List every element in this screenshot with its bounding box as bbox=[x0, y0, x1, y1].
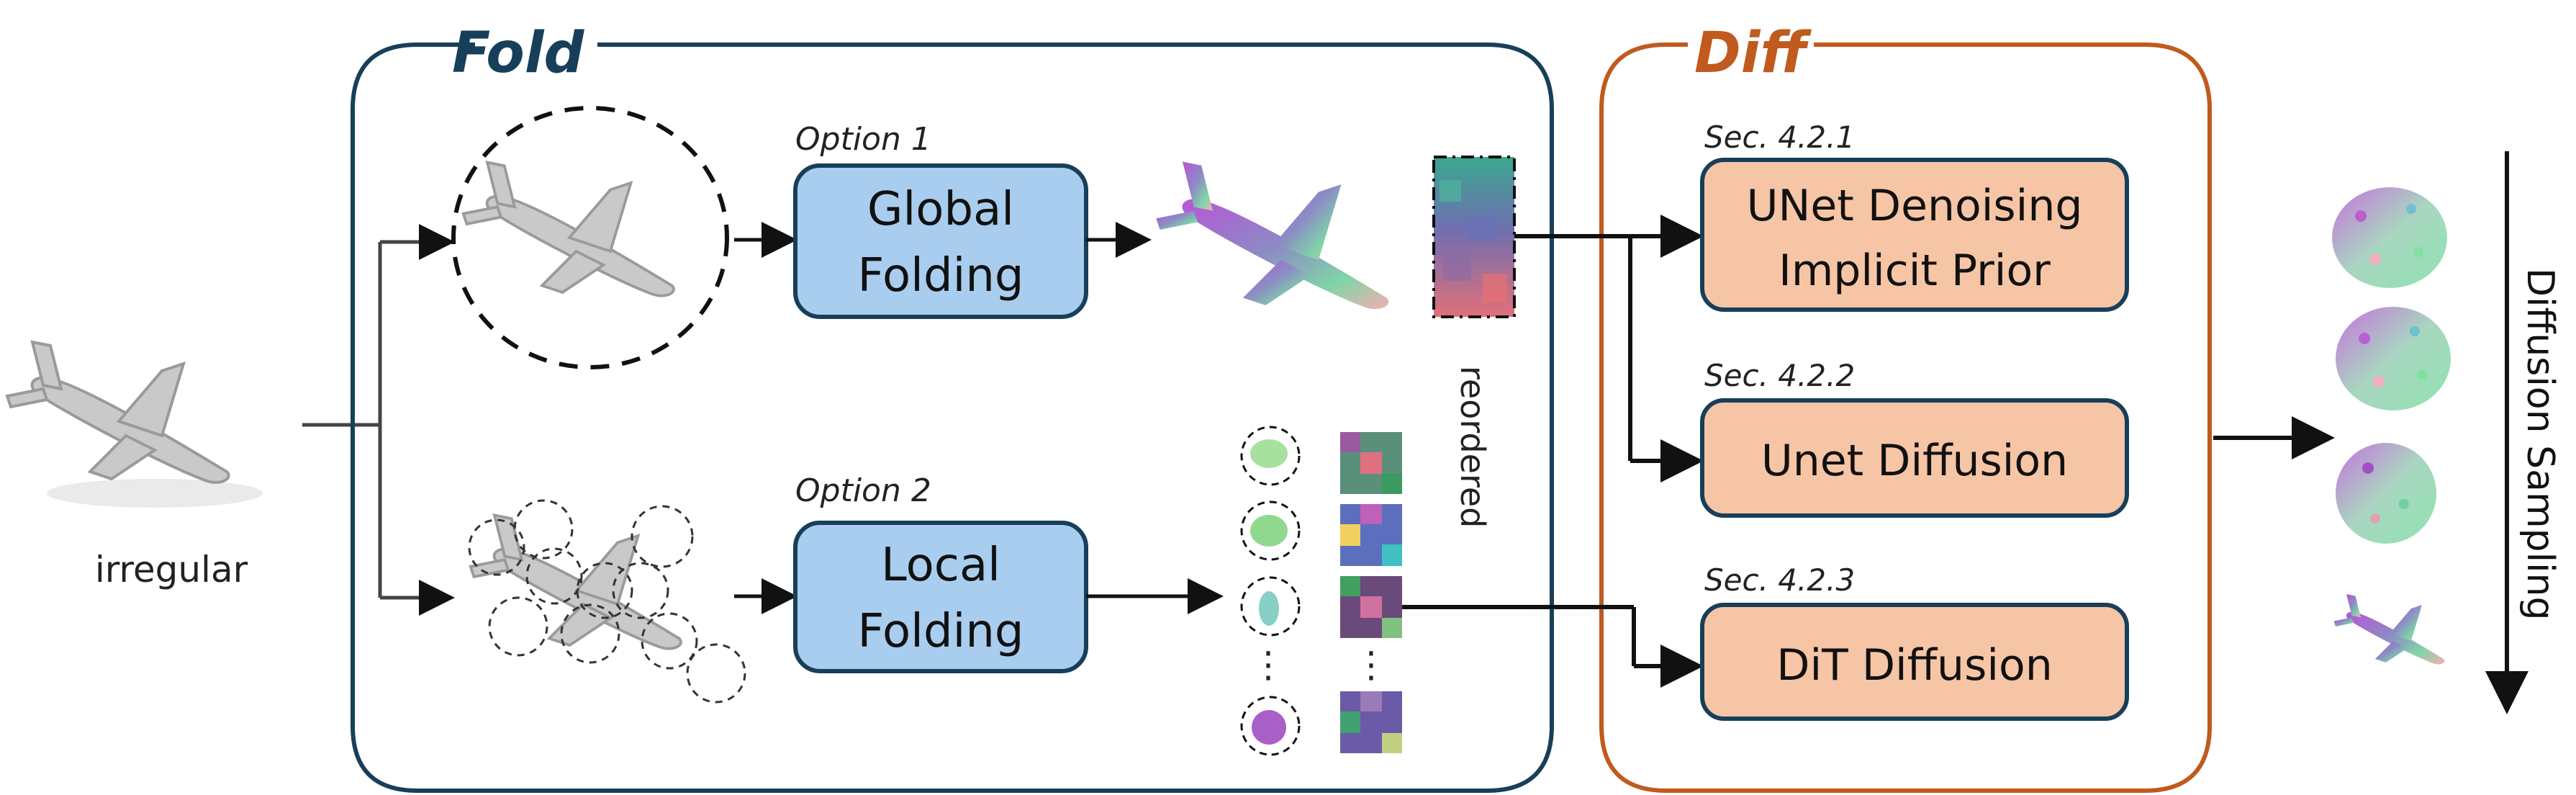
global-input-plane-icon bbox=[451, 106, 729, 369]
patch-ellipsis: ⋮ bbox=[1250, 644, 1286, 686]
local-folding-button: Local Folding bbox=[793, 521, 1088, 673]
patch-grid-icon bbox=[1340, 576, 1402, 638]
fold-title: Fold bbox=[452, 21, 585, 86]
sec-4-2-1-label: Sec. 4.2.1 bbox=[1704, 120, 1855, 155]
local-patches-plane-icon bbox=[468, 499, 746, 704]
global-folding-line2: Folding bbox=[857, 249, 1023, 302]
dit-diffusion-label: DiT Diffusion bbox=[1776, 640, 2053, 691]
patch-grid-icon bbox=[1340, 691, 1402, 753]
grid-ellipsis: ⋮ bbox=[1353, 644, 1389, 686]
fold-to-diff-connectors bbox=[1402, 215, 1704, 688]
patch-grid-list: ⋮ bbox=[1340, 432, 1402, 753]
local-patch-icon bbox=[1240, 696, 1301, 756]
option2-label: Option 2 bbox=[795, 472, 931, 509]
diffusion-sampling-label: Diffusion Sampling bbox=[2518, 268, 2562, 621]
diff-frame: Diff bbox=[1599, 21, 2212, 793]
point-cloud-icon bbox=[2336, 307, 2451, 410]
diff-title: Diff bbox=[1694, 21, 1812, 86]
local-patch-list: ⋮ bbox=[1240, 426, 1301, 756]
local-folding-line2: Folding bbox=[857, 605, 1023, 658]
point-cloud-icon bbox=[2336, 443, 2436, 544]
option1-label: Option 1 bbox=[795, 121, 931, 158]
global-folding-button: Global Folding bbox=[793, 163, 1088, 319]
unet-denoising-block: UNet Denoising Implicit Prior bbox=[1700, 158, 2129, 312]
patch-grid-icon bbox=[1340, 504, 1402, 566]
unet-diffusion-label: Unet Diffusion bbox=[1761, 436, 2068, 486]
local-folding-line1: Local bbox=[881, 539, 1000, 592]
colored-plane-icon bbox=[1156, 161, 1389, 310]
reordered-label: reordered bbox=[1453, 366, 1492, 528]
patch-grid-icon bbox=[1340, 432, 1402, 494]
sec-4-2-3-label: Sec. 4.2.3 bbox=[1704, 562, 1855, 598]
unet-diffusion-block: Unet Diffusion bbox=[1700, 398, 2129, 518]
unet-denoising-line2: Implicit Prior bbox=[1779, 246, 2051, 296]
unet-denoising-line1: UNet Denoising bbox=[1747, 181, 2083, 231]
input-branch-connector bbox=[302, 224, 455, 616]
global-grid-icon bbox=[1432, 156, 1516, 318]
output-plane-icon bbox=[2333, 594, 2445, 665]
output-samples bbox=[2332, 187, 2451, 665]
dit-diffusion-block: DiT Diffusion bbox=[1700, 603, 2129, 721]
local-patch-icon bbox=[1240, 500, 1301, 561]
point-cloud-icon bbox=[2332, 187, 2447, 288]
input-plane-icon bbox=[6, 341, 263, 508]
input-caption: irregular bbox=[95, 549, 248, 590]
local-patch-icon bbox=[1240, 576, 1301, 637]
local-patch-icon bbox=[1240, 426, 1301, 486]
sec-4-2-2-label: Sec. 4.2.2 bbox=[1704, 358, 1855, 393]
global-folding-line1: Global bbox=[867, 183, 1014, 236]
fold-frame: Fold bbox=[351, 21, 1554, 793]
